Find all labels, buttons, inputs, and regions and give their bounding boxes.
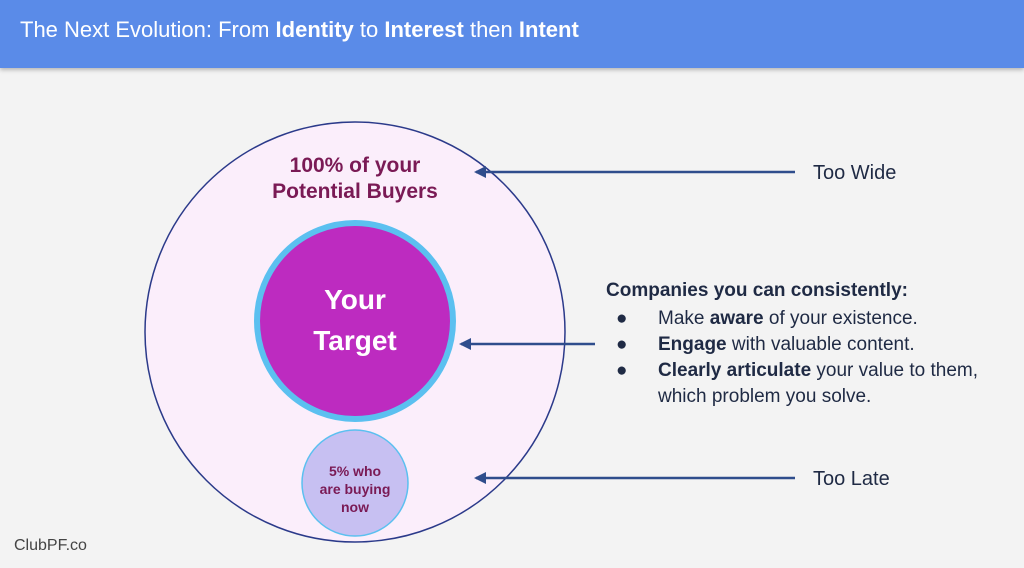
companies-bullet-list: ● Make aware of your existence. ● Engage wi… bbox=[606, 306, 1006, 410]
title-part-1: Identity bbox=[275, 17, 354, 42]
buying-label-line3: now bbox=[341, 499, 369, 515]
target-label-line1: Your bbox=[324, 284, 386, 315]
brand-footer: ClubPF.co bbox=[14, 537, 87, 554]
list-item-text: Clearly articulate bbox=[658, 360, 812, 381]
slide-title: The Next Evolution: From Identity to Int… bbox=[20, 17, 579, 43]
bullet-dot-icon: ● bbox=[616, 308, 628, 329]
bullet-dot-icon: ● bbox=[616, 334, 628, 355]
target-label-line2: Target bbox=[313, 325, 397, 356]
title-part-3: Interest bbox=[384, 17, 464, 42]
outer-label-line2: Potential Buyers bbox=[272, 180, 438, 203]
buying-label-line1: 5% who bbox=[329, 463, 381, 479]
list-item-text: aware bbox=[709, 308, 764, 329]
buying-label-line2: are buying bbox=[320, 481, 391, 497]
bullet-dot-icon: ● bbox=[616, 360, 628, 381]
list-item-text: your value to them, which problem you so… bbox=[658, 360, 979, 407]
companies-list-block: Companies you can consistently: ● Make aw… bbox=[606, 280, 1006, 410]
list-item-text: of your existence. bbox=[763, 308, 918, 329]
title-part-5: Intent bbox=[518, 17, 579, 42]
companies-heading: Companies you can consistently: bbox=[606, 280, 908, 301]
list-item-text: with valuable content. bbox=[726, 334, 915, 355]
title-part-0: The Next Evolution: From bbox=[20, 17, 276, 42]
buying-now-circle bbox=[301, 429, 409, 537]
list-item: ● Engage with valuable content. bbox=[606, 332, 1006, 358]
title-part-4: then bbox=[463, 17, 519, 42]
title-part-2: to bbox=[353, 17, 385, 42]
list-item: ● Clearly articulate your value to them, … bbox=[606, 358, 1006, 410]
outer-label-line1: 100% of your bbox=[290, 154, 421, 177]
list-item: ● Make aware of your existence. bbox=[606, 306, 1006, 332]
too-wide-label: Too Wide bbox=[813, 162, 897, 184]
target-circle bbox=[254, 220, 456, 422]
list-item-text: Make bbox=[658, 308, 710, 329]
list-item-text: Engage bbox=[658, 334, 727, 355]
slide-header: The Next Evolution: From Identity to Int… bbox=[0, 0, 1024, 68]
too-late-label: Too Late bbox=[813, 468, 890, 490]
